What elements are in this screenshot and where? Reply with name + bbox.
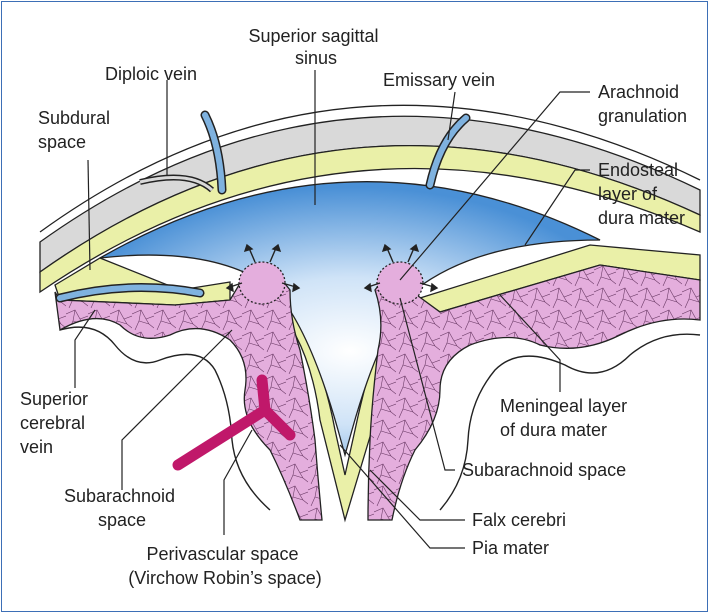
label-arachnoid-granulation: Arachnoid granulation [598,82,687,126]
label-emissary-vein: Emissary vein [383,70,495,90]
label-subarachnoid-space-right: Subarachnoid space [462,460,626,480]
label-superior-cerebral-vein: Superior cerebral vein [20,389,93,457]
label-pia-mater: Pia mater [472,538,549,558]
label-subdural-space: Subdural space [38,108,115,152]
label-diploic-vein: Diploic vein [105,64,197,84]
label-meningeal-layer: Meningeal layer of dura mater [500,396,632,440]
label-falx-cerebri: Falx cerebri [472,510,566,530]
label-endosteal-layer: Endosteal layer of dura mater [598,160,685,228]
label-subarachnoid-space-left: Subarachnoid space [64,486,180,530]
label-superior-sagittal-sinus: Superior sagittal sinus [248,26,383,68]
label-perivascular-space: Perivascular space (Virchow Robin’s spac… [128,544,321,588]
